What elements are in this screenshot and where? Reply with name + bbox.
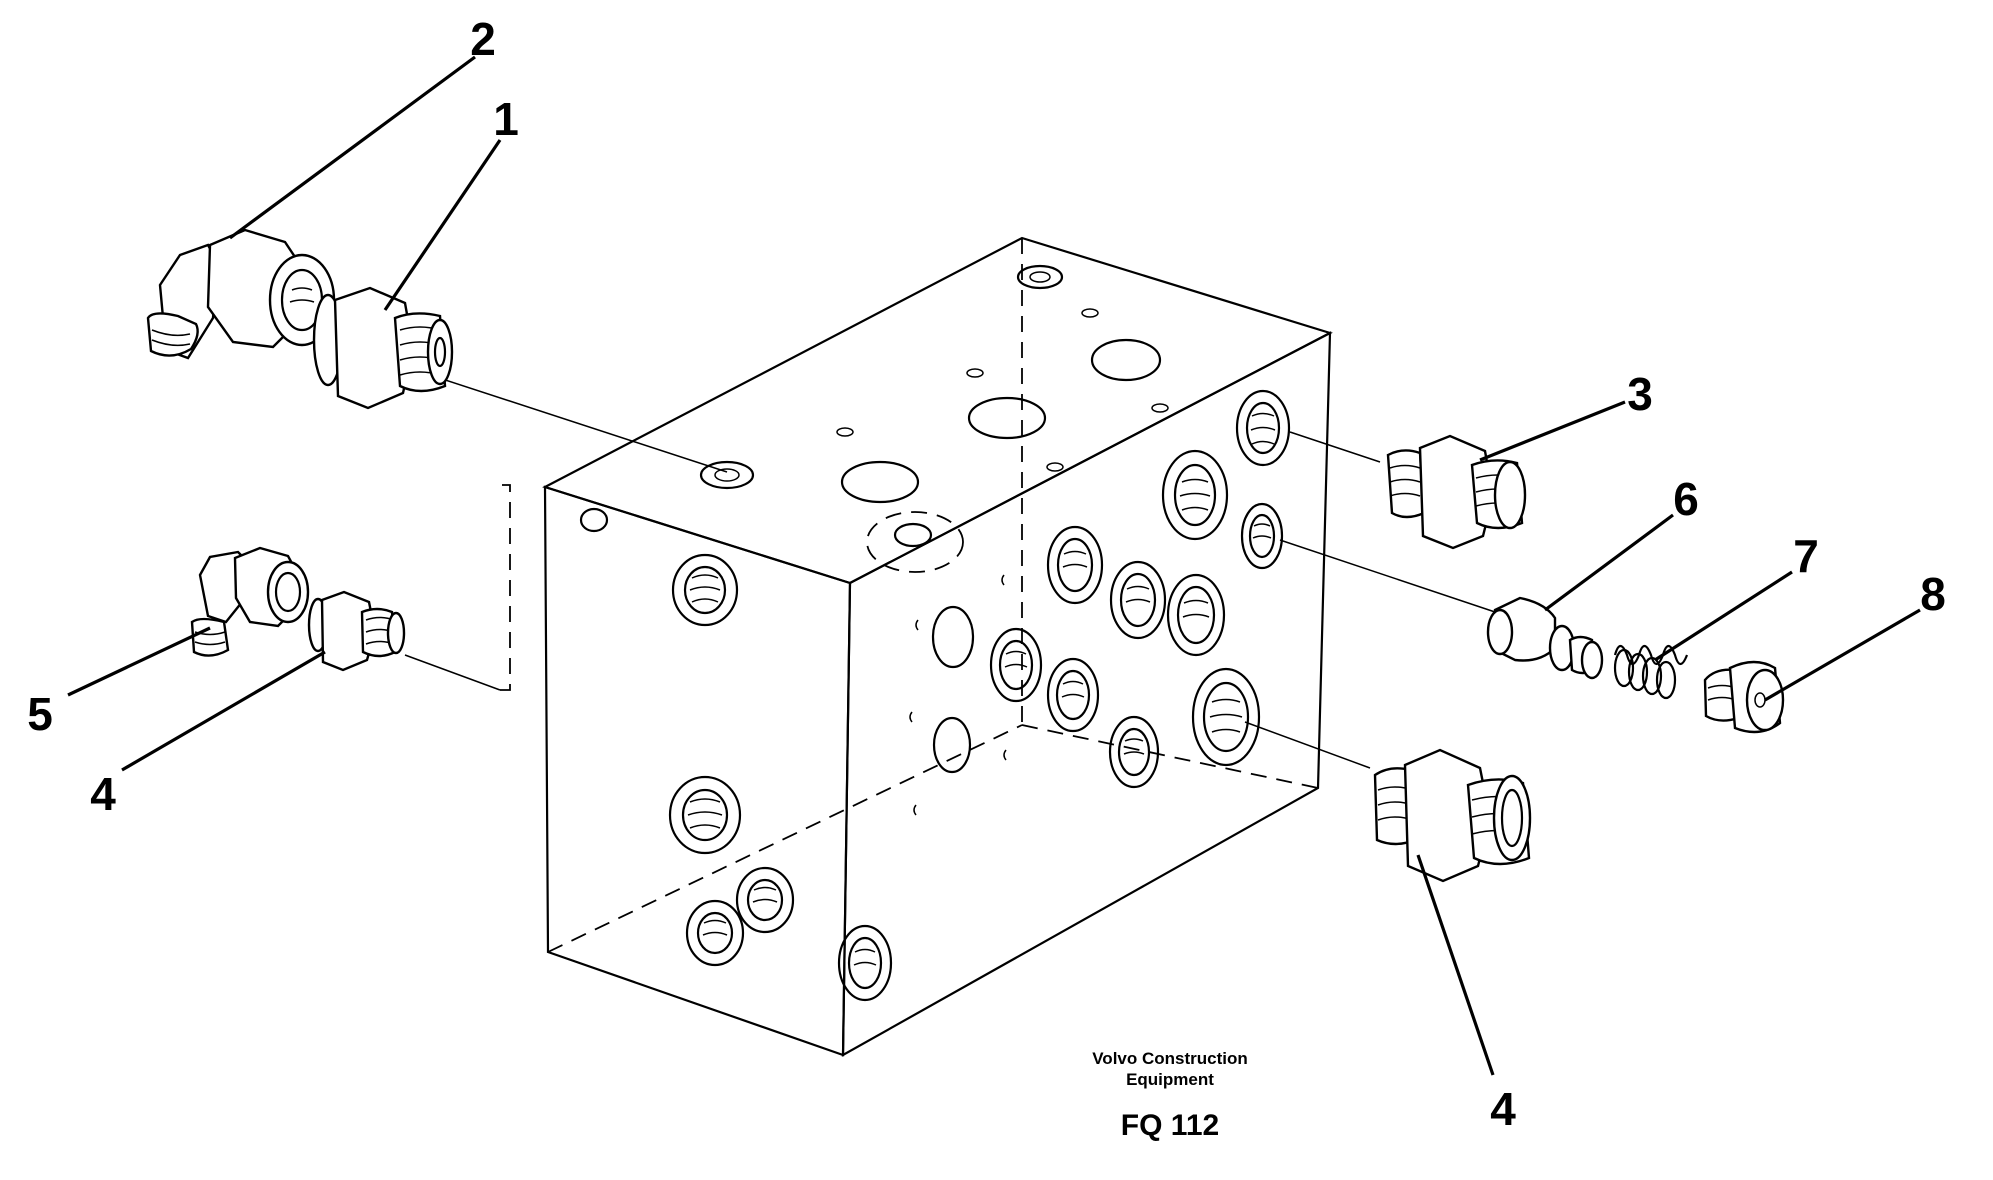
- top-hidden-port: [866, 511, 964, 573]
- block-front-face: [543, 485, 852, 1057]
- axis-part-6: [1279, 539, 1496, 613]
- part-5-elbow-fitting: [190, 546, 310, 657]
- front-small-hole: [579, 507, 609, 533]
- axis-part-4-right: [1244, 721, 1371, 769]
- valve-block: [542, 236, 1333, 1057]
- callout-6: 6: [1673, 473, 1699, 525]
- top-port-stud-b: [699, 460, 755, 490]
- hidden-edge-back: [1021, 724, 1319, 789]
- front-port-bottom-b: [735, 866, 795, 934]
- part-4-adapter-small: [307, 590, 406, 672]
- bracket-part-4-left: [500, 484, 511, 691]
- leader-7: [1654, 570, 1793, 662]
- callout-1: 1: [493, 93, 519, 145]
- part-3-adapter: [1386, 434, 1527, 550]
- axis-part-3: [1289, 431, 1381, 463]
- block-right-face: [841, 331, 1332, 1057]
- caption: Volvo Construction Equipment FQ 112: [1092, 1049, 1248, 1142]
- top-port-large-b: [967, 396, 1047, 440]
- part-2-elbow-fitting: [146, 228, 336, 360]
- callout-3: 3: [1627, 368, 1653, 420]
- callout-4-right: 4: [1490, 1083, 1516, 1135]
- leader-8: [1764, 608, 1921, 702]
- top-small-hole-3: [1151, 403, 1169, 413]
- leader-4-right: [1416, 854, 1495, 1076]
- callout-leaders: [67, 55, 1921, 1076]
- top-port-stud-b-inner: [714, 468, 740, 482]
- top-port-stud-c: [893, 522, 933, 548]
- figure-code: FQ 112: [1121, 1109, 1219, 1142]
- part-6-spool: [1486, 596, 1604, 680]
- hidden-edge-bottom: [547, 724, 1023, 953]
- leader-1: [383, 139, 502, 311]
- axis-part-1: [429, 374, 728, 473]
- top-port-stud: [1016, 264, 1064, 290]
- leader-6: [1544, 513, 1674, 612]
- callout-4-left: 4: [90, 768, 116, 820]
- callout-8: 8: [1920, 568, 1946, 620]
- top-port-large-a: [1090, 338, 1162, 382]
- callout-numbers: 2 1 3 6 7 8 5 4 4: [27, 13, 1946, 1135]
- maker-line-1: Volvo Construction: [1092, 1049, 1248, 1068]
- top-small-hole-1: [1081, 308, 1099, 318]
- right-plain-hole-b: [932, 716, 972, 774]
- part-1-adapter: [312, 286, 454, 410]
- top-port-stud-inner: [1029, 271, 1051, 283]
- front-port-lower: [668, 775, 742, 855]
- front-port-upper: [671, 553, 739, 627]
- leader-3: [1479, 400, 1626, 462]
- leader-4-left: [121, 650, 326, 772]
- part-4-adapter-large: [1373, 748, 1532, 883]
- leader-2: [229, 55, 476, 240]
- right-plain-hole-a: [931, 605, 975, 669]
- callout-5: 5: [27, 688, 53, 740]
- assembly-lines: [404, 374, 1496, 769]
- right-ports: [837, 389, 1291, 1002]
- top-port-large-c: [840, 460, 920, 504]
- top-small-hole-5: [1046, 462, 1064, 472]
- leader-5: [67, 626, 211, 697]
- front-port-bottom-a: [685, 899, 745, 967]
- callout-2: 2: [470, 13, 496, 65]
- part-7-spring: [1613, 644, 1689, 700]
- top-small-hole-4: [836, 427, 854, 437]
- maker-line-2: Equipment: [1126, 1070, 1214, 1089]
- top-small-hole-2: [966, 368, 984, 378]
- callout-7: 7: [1793, 530, 1819, 582]
- axis-part-4-left: [404, 654, 501, 691]
